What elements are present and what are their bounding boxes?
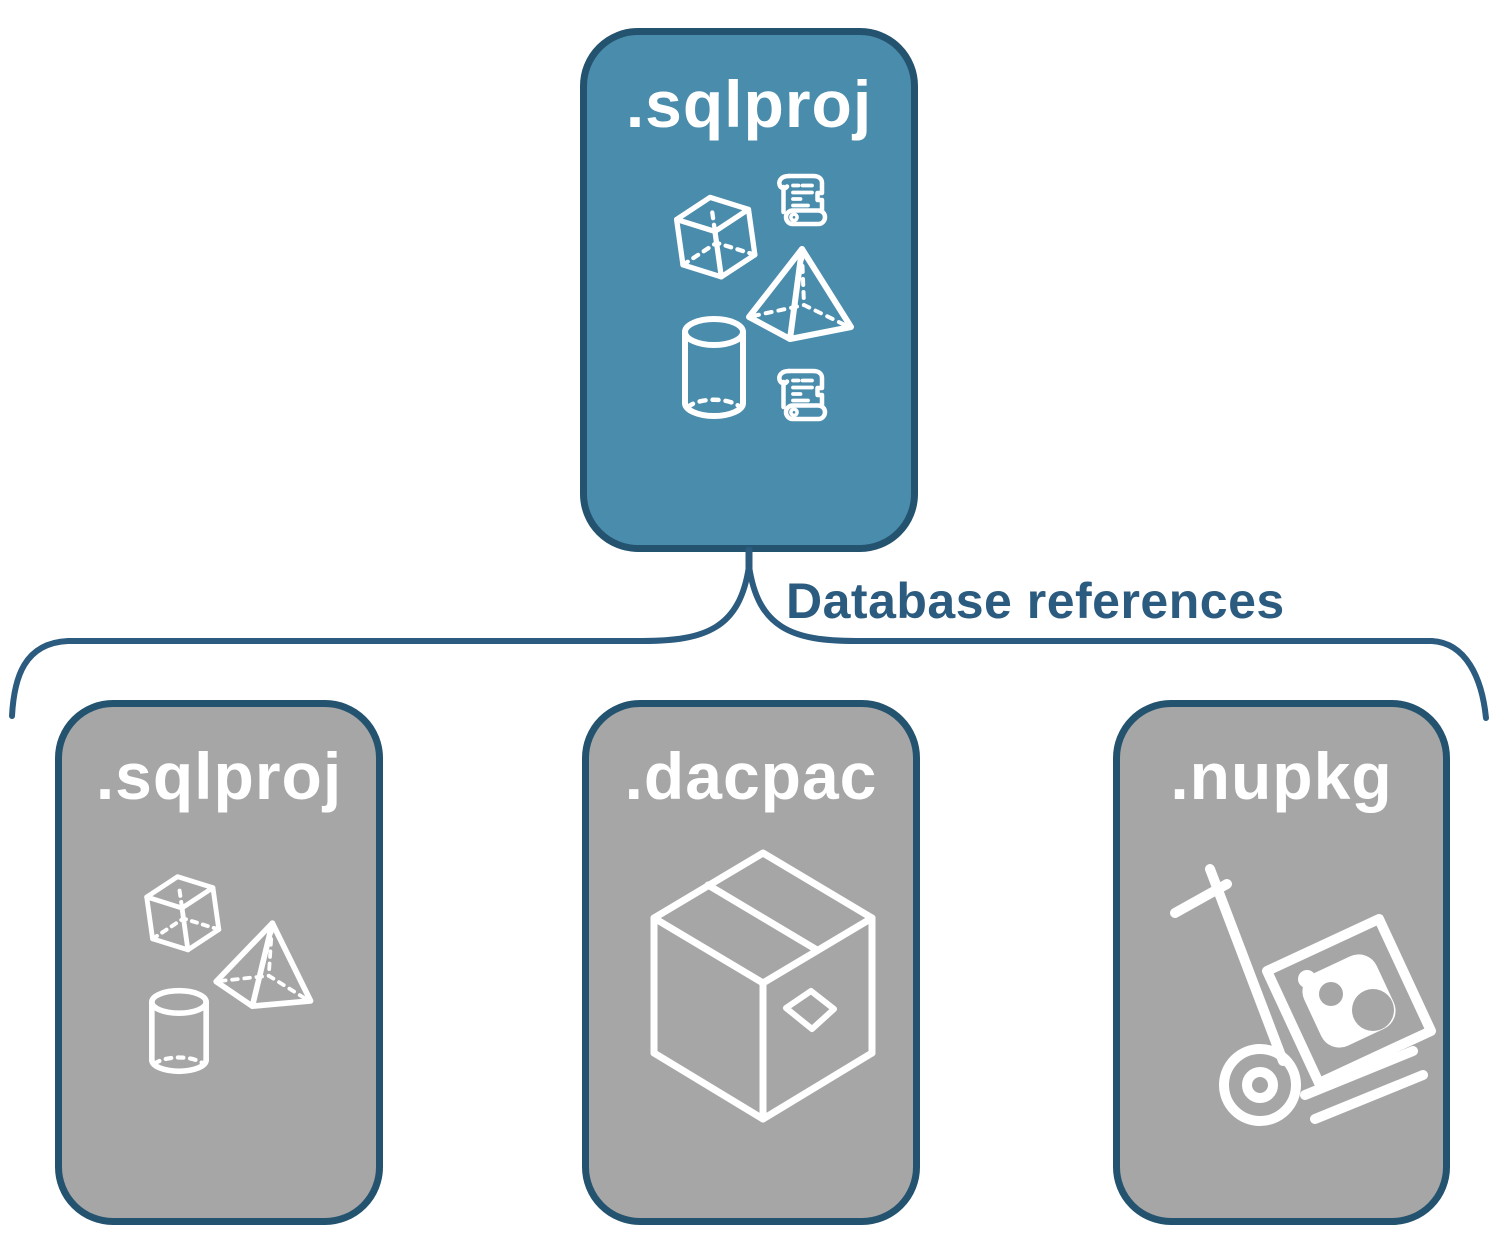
connector-label: Database references	[786, 573, 1285, 629]
node-child-title: .nupkg	[1170, 739, 1393, 813]
hand-truck-wheel	[1219, 1044, 1301, 1126]
package-box-icon	[645, 845, 881, 1129]
nuget-hand-truck-icon	[1163, 855, 1447, 1147]
node-child-sqlproj: .sqlproj	[55, 700, 383, 1225]
cube-icon	[132, 865, 233, 965]
script-scroll-icon	[767, 167, 829, 229]
node-child-title: .sqlproj	[95, 739, 343, 813]
nuget-package-outline	[1262, 914, 1436, 1088]
cylinder-icon	[679, 315, 749, 421]
cube-icon	[667, 185, 766, 292]
hand-truck-base	[1300, 1046, 1428, 1124]
hand-truck-rail	[1205, 864, 1288, 1066]
nuget-logo	[1298, 954, 1396, 1048]
script-scroll-icon	[767, 362, 829, 424]
node-root-title: .sqlproj	[625, 67, 873, 141]
pyramid-icon	[745, 245, 855, 345]
node-child-title: .dacpac	[624, 739, 878, 813]
pyramid-icon	[209, 914, 322, 1018]
node-child-nupkg: .nupkg	[1113, 700, 1450, 1225]
brace-connector	[9, 546, 1489, 721]
node-root-sqlproj: .sqlproj	[580, 28, 918, 552]
cylinder-icon	[146, 987, 212, 1075]
node-child-dacpac: .dacpac	[582, 700, 920, 1225]
